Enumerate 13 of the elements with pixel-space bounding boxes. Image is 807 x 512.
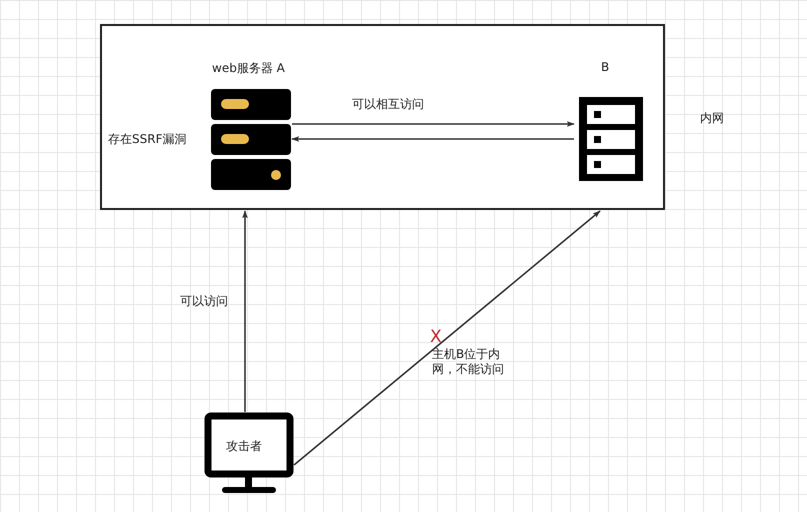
vulnerability-note: 存在SSRF漏洞 (108, 131, 186, 148)
cross-mark: X (430, 327, 442, 347)
zone-label: 内网 (700, 110, 724, 127)
edge-label: 可以访问 (180, 293, 228, 310)
arrow (291, 136, 574, 142)
edge-label: 可以相互访问 (352, 96, 424, 113)
server-label: web服务器 A (212, 60, 285, 77)
arrow (293, 210, 601, 466)
edge-label: 主机B位于内网，不能访问 (432, 347, 505, 377)
arrow (292, 121, 575, 127)
arrow (242, 210, 248, 412)
monitor-label: 攻击者 (226, 438, 262, 455)
server-label: B (601, 60, 610, 74)
